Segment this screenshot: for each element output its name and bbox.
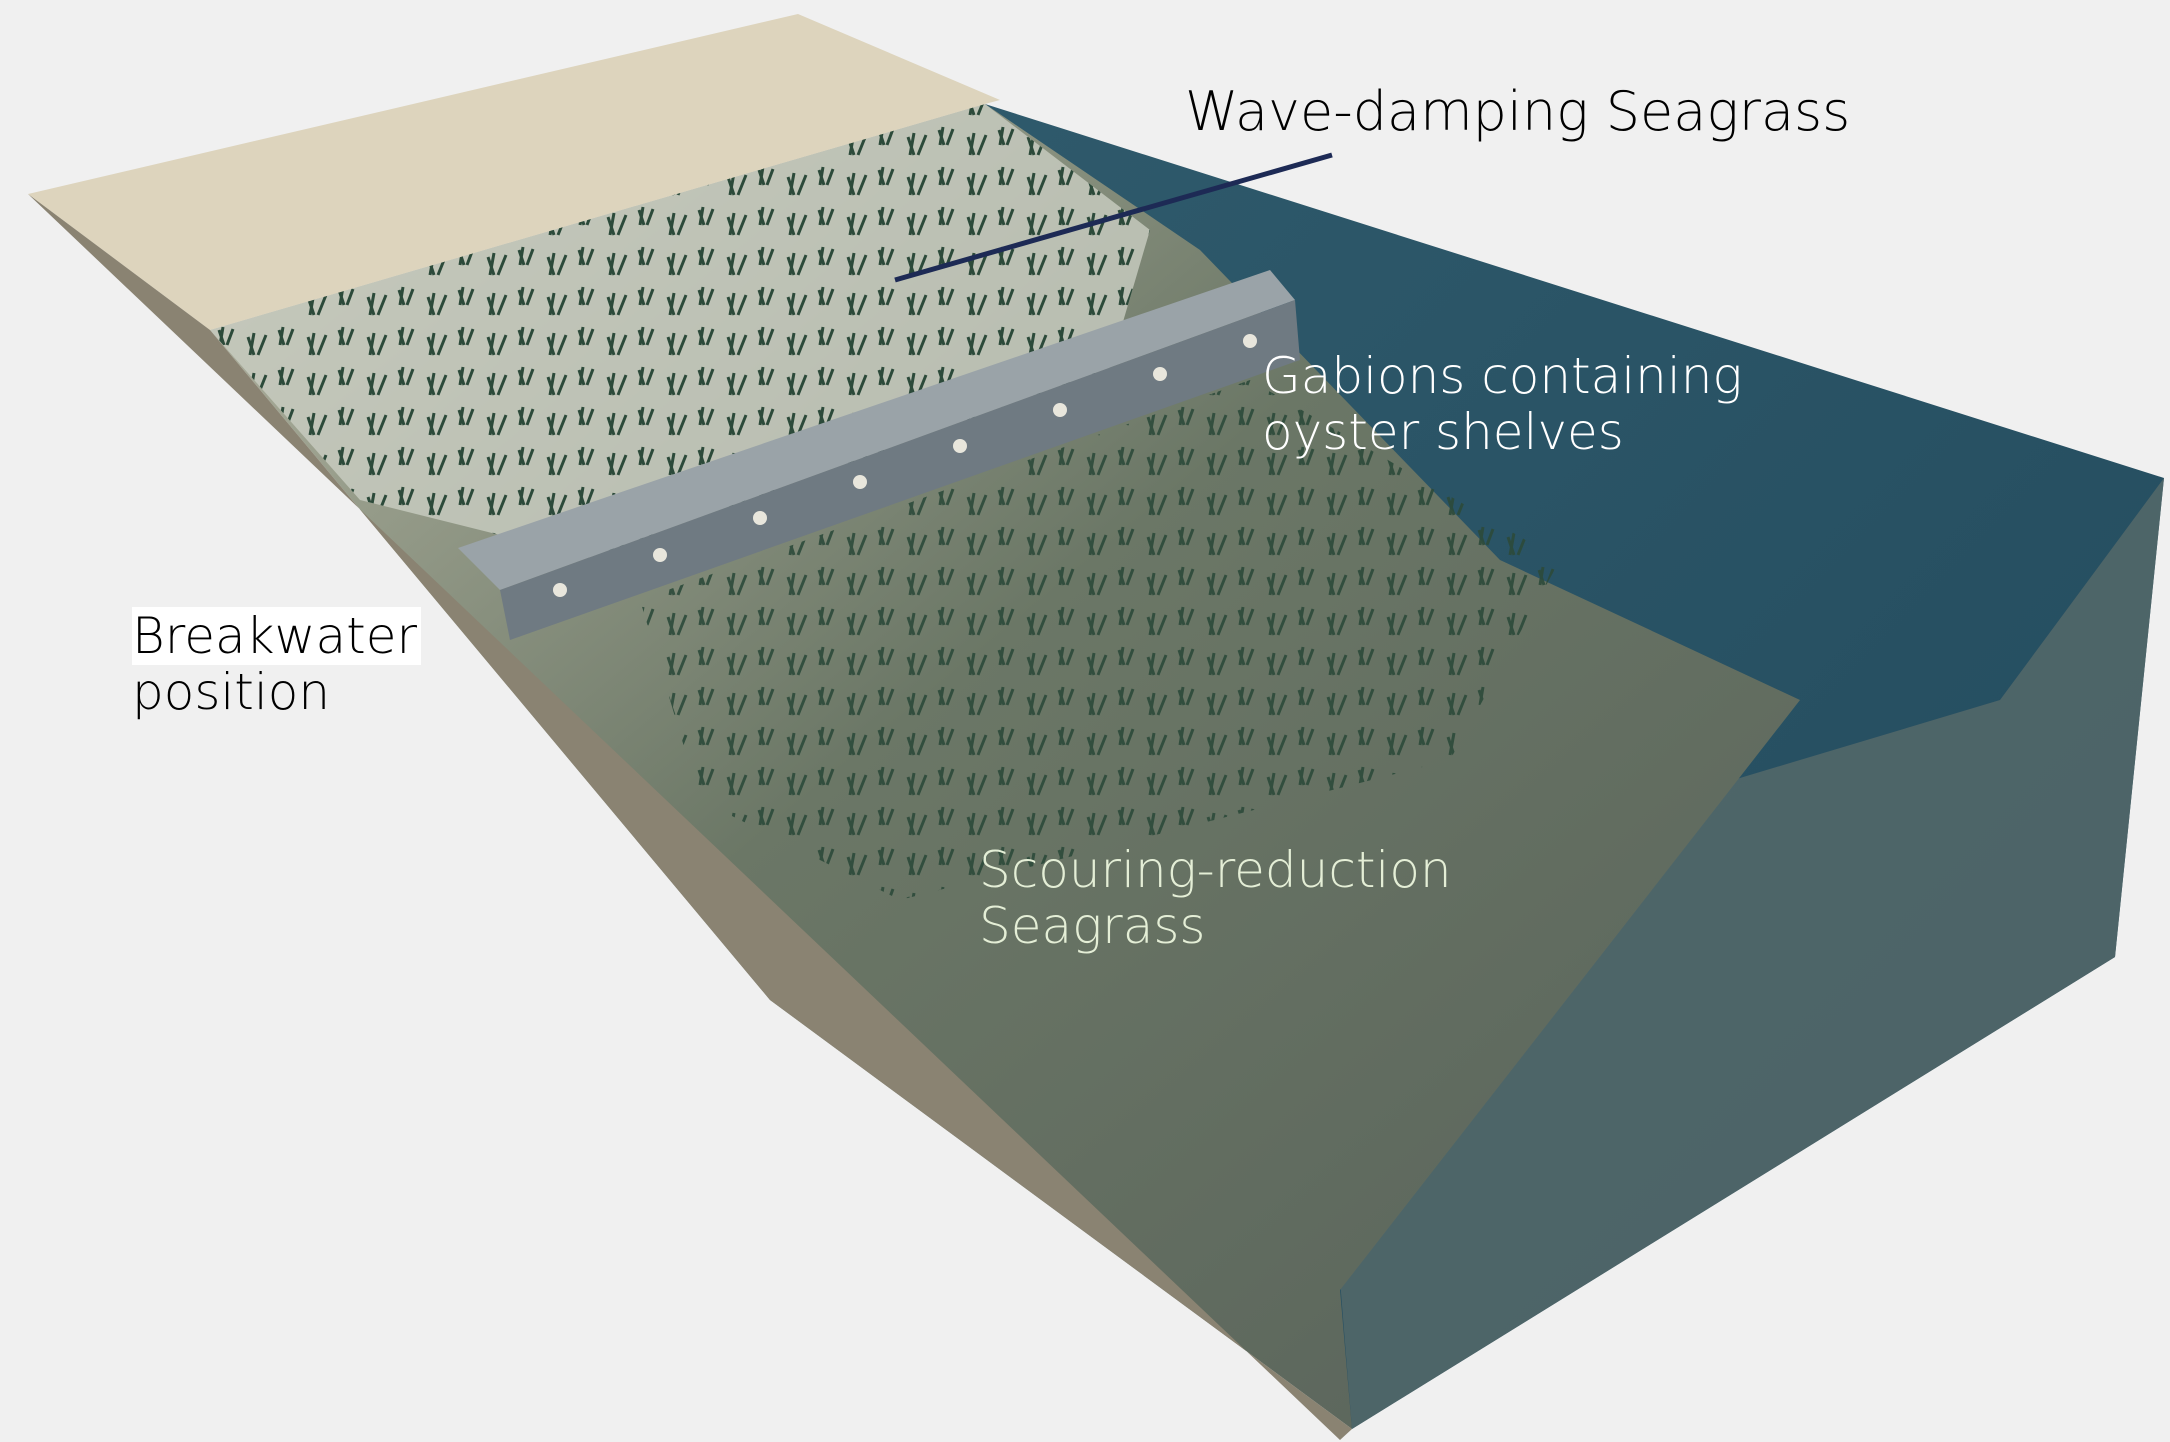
label-scouring-line1: Scouring-reduction [979,841,1452,899]
oyster-shelves [553,334,1257,597]
sand-beach [28,14,1000,330]
label-breakwater-line1: Breakwater [132,607,422,665]
label-scouring-reduction: Scouring-reduction Seagrass [979,842,1452,954]
gabion-wall-top [458,270,1295,590]
water-side-face [1340,478,2164,1429]
label-breakwater: Breakwater position [132,607,422,721]
label-gabions-line1: Gabions containing [1262,347,1743,405]
wave-damping-leader-line [894,152,1333,283]
label-breakwater-line2: position [132,663,331,721]
label-wave-damping-seagrass: Wave-damping Seagrass [1185,80,1851,143]
rock-breakwater-face [28,194,1352,1440]
scouring-reduction-seagrass [640,380,1560,900]
gabion-wall-face [500,300,1300,640]
label-gabions-line2: oyster shelves [1262,403,1624,461]
label-gabions: Gabions containing oyster shelves [1262,348,1742,460]
label-scouring-line2: Seagrass [979,897,1206,955]
